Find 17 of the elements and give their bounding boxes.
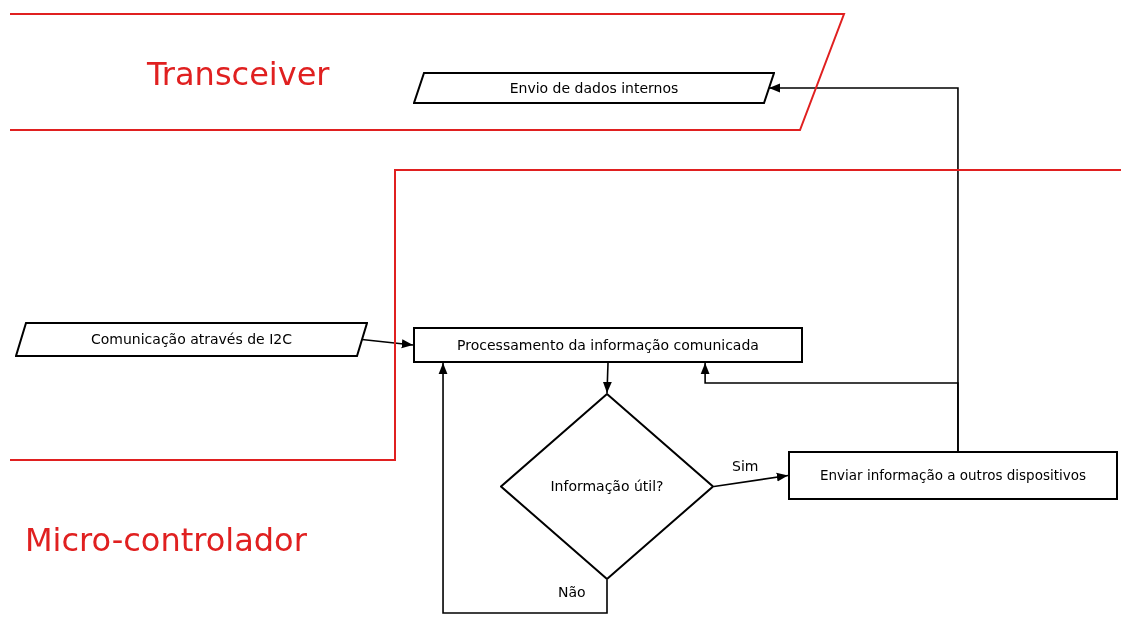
process-box	[413, 327, 803, 363]
node-label: Informação útil?	[550, 477, 664, 496]
io-parallelogram	[413, 72, 775, 104]
arrow	[700, 362, 959, 452]
node-label: Processamento da informação comunicada	[457, 335, 759, 355]
arrow	[361, 338, 414, 349]
node-label: Envio de dados internos	[509, 78, 679, 98]
region-title: Micro-controlador	[25, 524, 307, 556]
node-label: Comunicação através de I2C	[91, 330, 292, 349]
region-title: Transceiver	[147, 58, 330, 90]
node-label: Enviar informação a outros dispositivos	[819, 466, 1086, 486]
arrow	[713, 472, 789, 488]
decision-diamond	[500, 393, 714, 580]
arrow	[438, 362, 608, 614]
transceiver-region	[10, 12, 846, 132]
process-box	[788, 451, 1118, 500]
arrow	[602, 362, 612, 394]
